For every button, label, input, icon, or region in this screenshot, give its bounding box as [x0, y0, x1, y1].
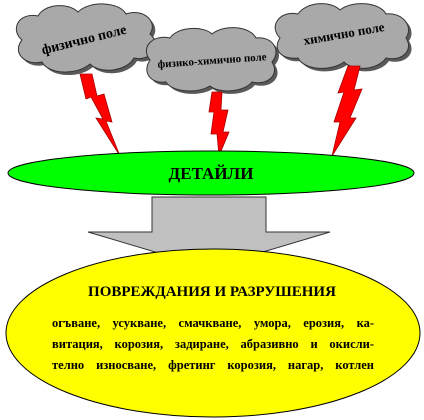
- lightning-bolt-left: [79, 73, 121, 157]
- cloud-physical-field: физично поле: [16, 3, 159, 76]
- down-arrow: [87, 196, 331, 269]
- damage-line-2: витация, корозия, задиране, абразивно и …: [52, 337, 374, 351]
- parts-ellipse: [7, 150, 415, 196]
- damage-ellipse: [5, 248, 421, 418]
- lightning-bolt-middle: [208, 91, 230, 157]
- damage-title: ПОВРЕЖДАНИЯ И РАЗРУШЕНИЯ: [88, 284, 336, 300]
- cloud-chemical-field: химично поле: [274, 3, 412, 72]
- lightning-bolt-right: [331, 65, 363, 157]
- cloud-physicochemical-field: физико-химично поле: [145, 27, 280, 94]
- damage-list: огъване, усукване, смачкване, умора, еро…: [52, 313, 374, 376]
- cloud-physicochemical-body: [145, 27, 277, 92]
- cloud-chemical-body: [274, 3, 409, 69]
- parts-label: ДЕТАЙЛИ: [169, 164, 254, 183]
- damage-line-1: огъване, усукване, смачкване, умора, еро…: [52, 316, 374, 330]
- damage-line-3: телно износване, фретинг корозия, нагар,…: [52, 358, 374, 372]
- cloud-physical-body: [16, 3, 156, 73]
